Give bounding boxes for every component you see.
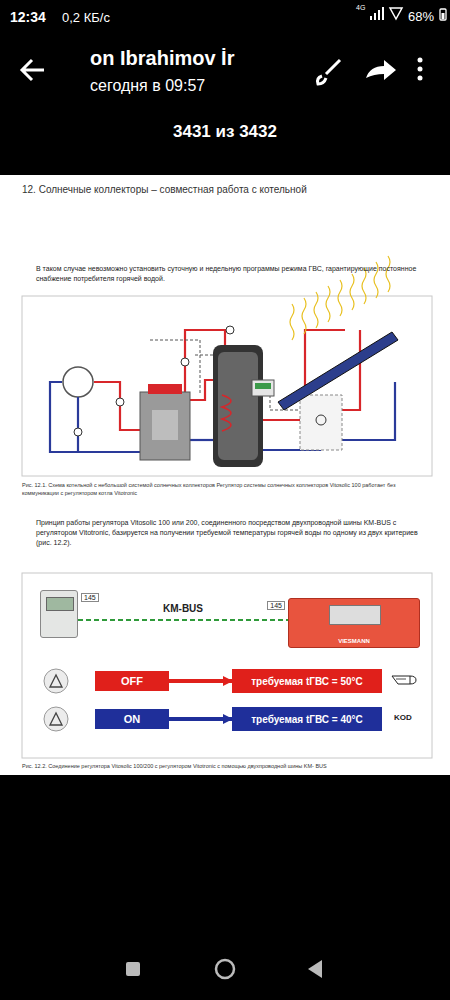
brand-name: VIESMANN xyxy=(289,638,419,644)
sun-ray xyxy=(350,274,354,310)
sun-ray xyxy=(362,268,366,304)
sun-ray xyxy=(314,292,318,328)
figure-caption: Рис. 12.1. Схема котельной с небольшой с… xyxy=(22,481,402,497)
network-type: 4G xyxy=(356,4,365,11)
sun-ray xyxy=(338,280,342,316)
sun-ray xyxy=(386,256,390,292)
state-box: ON xyxy=(95,709,169,729)
connector xyxy=(78,619,288,621)
code-label: KOD xyxy=(394,713,412,722)
display-screen xyxy=(46,597,74,611)
image-counter: 3431 из 3432 xyxy=(0,122,450,142)
status-time: 12:34 xyxy=(10,9,46,25)
bus-label: KM-BUS xyxy=(161,603,205,614)
sun-ray xyxy=(302,298,306,334)
message-date: сегодня в 09:57 xyxy=(90,77,205,95)
box-text: ON xyxy=(95,713,169,725)
box-text: OFF xyxy=(95,675,169,687)
body-paragraph: В таком случае невозможно установить сут… xyxy=(36,264,432,284)
temperature-box: требуемая tГВС = 50°C xyxy=(232,669,382,693)
body-paragraph: Принцип работы регулятора Vitosolic 100 … xyxy=(36,518,432,548)
display-screen xyxy=(329,605,381,625)
status-speed: 0,2 КБ/с xyxy=(62,10,110,25)
box-text: требуемая tГВС = 40°C xyxy=(232,714,382,725)
temperature-box: требуемая tГВС = 40°C xyxy=(232,707,382,731)
connector xyxy=(169,717,232,721)
box-text: требуемая tГВС = 50°C xyxy=(232,676,382,687)
state-box: OFF xyxy=(95,671,169,691)
vitosolic-controller: 145 xyxy=(40,590,78,638)
page-heading: 12. Солнечные коллекторы – совместная ра… xyxy=(22,184,307,195)
port-number: 145 xyxy=(81,593,99,602)
vitotronic-controller: 145VIESMANN xyxy=(288,598,420,648)
sender-name: on Ibrahimov İr xyxy=(90,47,234,70)
port-number: 145 xyxy=(267,601,285,610)
sun-ray xyxy=(326,286,330,322)
sun-ray xyxy=(290,304,294,340)
connector xyxy=(169,679,232,683)
figure-caption: Рис. 12.2. Соединение регулятора Vitosol… xyxy=(22,762,422,770)
battery-level: 68% xyxy=(408,9,434,24)
